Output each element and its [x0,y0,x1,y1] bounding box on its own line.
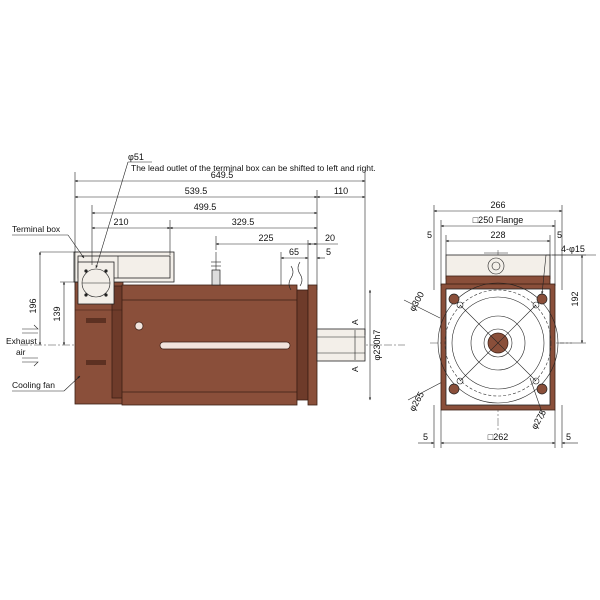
front-bracket [296,289,309,401]
exhaust-arrow-top [22,324,39,334]
dia-275: φ275 [529,408,548,431]
dim-329-5: 329.5 [232,217,255,227]
dia-265: φ265 [407,390,426,413]
exhaust-air-label-2: air [16,347,26,357]
dim-5-side: 5 [326,247,331,257]
shaft [316,328,366,362]
dim-192: 192 [570,291,580,306]
dim-225: 225 [258,233,273,243]
dim-210: 210 [113,217,128,227]
section-a-top: A [350,319,360,325]
dim-5-front-left: 5 [427,230,432,240]
dia-51: φ51 [128,152,144,162]
dim-110: 110 [334,186,348,196]
dim-20: 20 [325,233,335,243]
bolt-hole-br [536,383,548,395]
dim-499-5: 499.5 [194,202,217,212]
bolt-hole-tr [536,293,548,305]
dim-266: 266 [490,200,505,210]
cooling-fan-label: Cooling fan [12,380,55,390]
dim-139: 139 [52,306,62,321]
dim-196: 196 [28,298,38,313]
shaft-circle [483,328,513,358]
holes-4-phi15: 4-φ15 [561,244,585,254]
eye-bolt [211,269,221,286]
spigot-circle [470,315,526,371]
dim-5-bottom-right: 5 [566,432,571,442]
dim-649-5: 649.5 [211,170,234,180]
square-262: □262 [488,432,508,442]
dim-65: 65 [289,247,299,257]
dim-539-5: 539.5 [185,186,208,196]
exhaust-arrow-bottom [22,357,39,367]
circle-265 [451,296,545,390]
front-terminal-box [445,254,551,280]
circle-275 [444,289,552,397]
exhaust-air-label-1: Exhaust [6,336,37,346]
flange [307,284,318,406]
bolt-hole-bl [448,383,460,395]
dim-5-bottom-left: 5 [423,432,428,442]
dim-5-front-right: 5 [557,230,562,240]
dim-228: 228 [490,230,505,240]
circle-300 [437,282,559,404]
section-a-bottom: A [350,366,360,372]
bolt-hole-tl [448,293,460,305]
side-view: A A 649.5 539.5 110 499.5 210 329.5 225 … [6,152,447,413]
body-slot [159,341,291,350]
front-view: 266 □250 Flange 228 5 5 4-φ15 192 φ275 □… [418,200,596,448]
lead-outlet-note: The lead outlet of the terminal box can … [131,163,376,173]
flange-250: □250 Flange [473,215,523,225]
dia-230h7: φ230h7 [372,330,382,361]
terminal-box-label: Terminal box [12,224,61,234]
